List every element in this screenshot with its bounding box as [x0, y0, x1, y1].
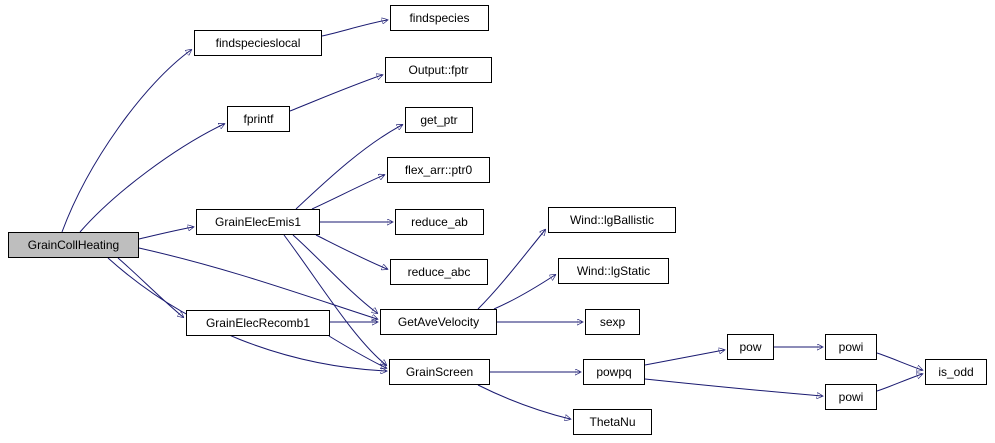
edge-GrainElecRecomb1-GrainScreen	[328, 335, 386, 368]
node-GrainCollHeating: GrainCollHeating	[8, 232, 139, 258]
node-fprintf[interactable]: fprintf	[227, 106, 290, 132]
edge-GrainElecEmis1-GetAveVelocity	[292, 234, 377, 313]
node-get_ptr[interactable]: get_ptr	[405, 107, 473, 133]
edge-GrainCollHeating-findspecieslocal	[61, 50, 191, 233]
node-is_odd[interactable]: is_odd	[925, 359, 987, 385]
node-reduce_ab[interactable]: reduce_ab	[395, 209, 484, 235]
node-Wind::lgBallistic[interactable]: Wind::lgBallistic	[548, 207, 676, 233]
node-GrainElecRecomb1[interactable]: GrainElecRecomb1	[186, 310, 330, 336]
edge-GetAveVelocity-Wind::lgBallistic	[477, 230, 545, 310]
edge-GrainElecEmis1-get_ptr	[295, 125, 402, 210]
edge-GrainCollHeating-GetAveVelocity	[138, 247, 377, 319]
node-Wind::lgStatic[interactable]: Wind::lgStatic	[558, 258, 669, 284]
edge-GrainCollHeating-fprintf	[79, 124, 224, 233]
edge-powi-1-is_odd	[876, 352, 922, 370]
node-GrainScreen[interactable]: GrainScreen	[389, 359, 490, 385]
node-GetAveVelocity[interactable]: GetAveVelocity	[380, 309, 497, 335]
edge-GrainCollHeating-GrainScreen	[107, 257, 386, 371]
node-Output::fptr[interactable]: Output::fptr	[385, 57, 492, 83]
node-reduce_abc[interactable]: reduce_abc	[390, 259, 488, 285]
edge-GrainCollHeating-GrainElecRecomb1	[117, 257, 183, 317]
edge-powpq-powi-2	[644, 378, 822, 396]
edge-GrainElecEmis1-flex_arr::ptr0	[311, 175, 384, 210]
edge-GrainElecEmis1-GrainScreen	[283, 234, 386, 365]
node-sexp[interactable]: sexp	[585, 309, 640, 335]
edge-GrainElecEmis1-reduce_abc	[315, 234, 387, 269]
edge-powi-2-is_odd	[876, 374, 922, 392]
node-powi-2[interactable]: powi	[825, 384, 877, 410]
edge-GetAveVelocity-Wind::lgStatic	[493, 275, 555, 310]
node-powi-1[interactable]: powi	[825, 334, 877, 360]
node-ThetaNu[interactable]: ThetaNu	[573, 409, 652, 435]
node-GrainElecEmis1[interactable]: GrainElecEmis1	[196, 209, 320, 235]
edge-findspecieslocal-findspecies	[321, 20, 387, 37]
node-flex_arr::ptr0[interactable]: flex_arr::ptr0	[387, 157, 490, 183]
node-findspecieslocal[interactable]: findspecieslocal	[194, 30, 322, 56]
node-powpq[interactable]: powpq	[583, 359, 645, 385]
node-findspecies[interactable]: findspecies	[390, 5, 489, 31]
edge-powpq-pow	[644, 350, 724, 366]
node-pow[interactable]: pow	[727, 334, 774, 360]
edge-GrainCollHeating-GrainElecEmis1	[138, 227, 193, 240]
edge-GrainScreen-ThetaNu	[477, 384, 570, 419]
edge-fprintf-Output::fptr	[289, 75, 382, 112]
